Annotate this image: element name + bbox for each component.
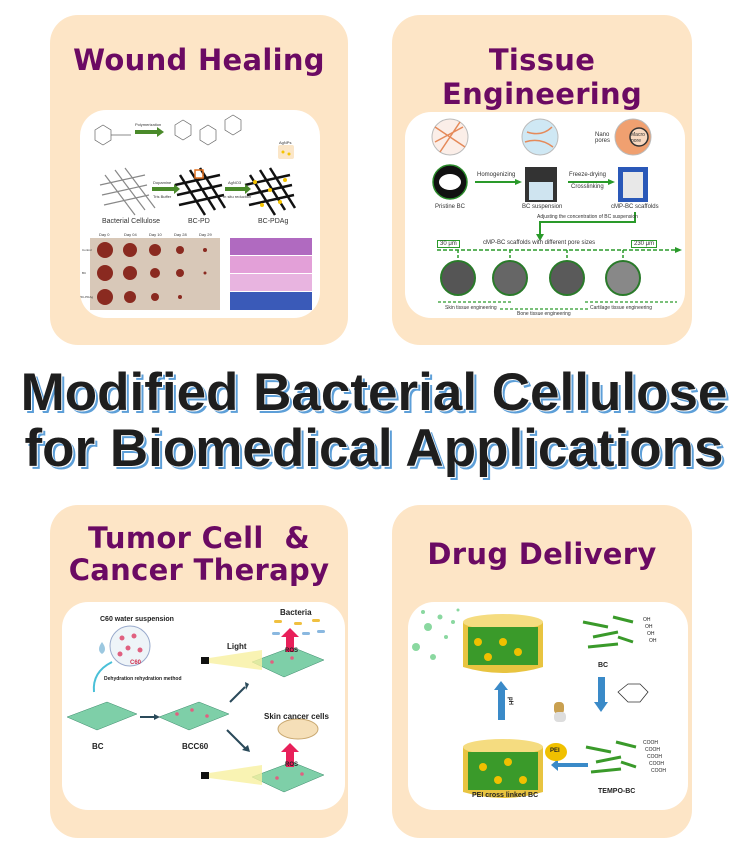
- tumor-illustration: [66, 619, 325, 793]
- label-pei: PEI: [550, 748, 560, 754]
- label-bacteria: Bacteria: [280, 608, 312, 617]
- wound-healing-illustration: [90, 114, 312, 310]
- label-c60: C60: [130, 660, 142, 666]
- label-dopamine: Dopamine: [153, 180, 172, 185]
- row-label: BC: [82, 271, 87, 275]
- drug-delivery-title: Drug Delivery: [427, 537, 657, 571]
- label-bcc60: BCC60: [182, 742, 209, 751]
- label-bc-suspension: BC suspension: [522, 204, 563, 210]
- day-label: Day 10: [149, 232, 162, 237]
- drug-delivery-illustration: [412, 608, 649, 798]
- row-label: BC-PDAg: [80, 295, 94, 299]
- label-c60-suspension: C60 water suspension: [100, 616, 174, 623]
- label-oh: OH: [645, 624, 653, 630]
- label-crosslinking: Crosslinking: [571, 184, 604, 190]
- day-label: Day 04: [124, 232, 137, 237]
- label-cooh: COOH: [649, 761, 664, 767]
- tumor-cancer-card: Tumor Cell & Cancer Therapy: [50, 505, 348, 838]
- label-skin-cancer: Skin cancer cells: [264, 712, 329, 721]
- label-ros-bottom: ROS: [285, 762, 299, 768]
- label-nano-pores: Nano pores: [595, 132, 611, 144]
- day-label: Day 29: [199, 232, 212, 237]
- wound-healing-title: Wound Healing: [73, 43, 325, 77]
- label-cooh: COOH: [645, 747, 660, 753]
- label-bacterial-cellulose: Bacterial Cellulose: [102, 218, 160, 225]
- wound-healing-card: Wound Healing: [50, 15, 348, 345]
- label-bc-pdag: BC-PDAg: [258, 218, 289, 225]
- label-adjusting: Adjusting the concentration of BC suspen…: [537, 214, 638, 220]
- label-tris: Tris Buffer: [153, 194, 172, 199]
- tumor-title-line1: Tumor Cell &: [88, 521, 310, 555]
- tissue-engineering-illustration: [431, 118, 682, 310]
- label-oh: OH: [649, 638, 657, 644]
- label-230um: 230 μm: [631, 240, 658, 248]
- label-macro-pore: Macro pore: [631, 132, 645, 144]
- label-bone: Bone tissue engineering: [517, 311, 571, 317]
- drug-delivery-card: Drug Delivery OH OH OH OH BC COOH COOH C…: [392, 505, 692, 838]
- label-bc: BC: [598, 662, 609, 669]
- drug-delivery-figure: OH OH OH OH BC COOH COOH COOH COOH COOH …: [408, 602, 688, 810]
- label-pei-linked: PEI cross linked BC: [472, 792, 539, 799]
- label-reduction: In situ reduction: [223, 194, 252, 199]
- label-light: Light: [227, 642, 247, 651]
- day-label: Day 28: [174, 232, 187, 237]
- label-pristine-bc: Pristine BC: [435, 204, 466, 210]
- label-cmp-bc-scaffolds: cMP-BC scaffolds: [611, 204, 659, 210]
- label-ph: pH: [507, 697, 513, 705]
- label-freeze-drying: Freeze-drying: [569, 172, 607, 178]
- label-pore-sizes: cMP-BC scaffolds with different pore siz…: [483, 240, 596, 246]
- label-bc: BC: [92, 742, 104, 751]
- label-cooh: COOH: [651, 768, 666, 774]
- tissue-engineering-card: Tissue Engineering Pristine BC Homogeniz…: [392, 15, 692, 345]
- label-polymerization: Polymerization: [135, 122, 162, 127]
- label-agno3: AgNO3: [228, 180, 242, 185]
- main-title-line1: Modified Bacterial Cellulose: [20, 363, 728, 422]
- day-label: Day 0: [99, 232, 110, 237]
- label-cooh: COOH: [647, 754, 662, 760]
- wound-healing-figure: Polymerization Dopamine Tris Buffer AgNO…: [80, 110, 320, 318]
- tumor-figure: C60 water suspension C60 Dehydration reh…: [62, 602, 345, 810]
- label-ros-top: ROS: [285, 648, 299, 654]
- label-30um: 30 μm: [437, 240, 460, 248]
- row-label: Control: [82, 248, 92, 252]
- tumor-cancer-title: Tumor Cell & Cancer Therapy: [50, 522, 348, 586]
- label-cartilage: Cartilage tissue engineering: [590, 305, 652, 311]
- label-bc-pd: BC-PD: [188, 218, 210, 225]
- label-oh: OH: [643, 617, 651, 623]
- tissue-engineering-title: Tissue Engineering: [441, 43, 643, 111]
- label-cooh: COOH: [643, 740, 658, 746]
- label-tempo-bc: TEMPO-BC: [598, 788, 636, 795]
- label-homogenizing: Homogenizing: [477, 172, 516, 178]
- label-agnps: AgNPs: [279, 140, 292, 145]
- label-skin: Skin tissue engineering: [445, 305, 497, 311]
- main-title: Modified Bacterial Cellulose for Biomedi…: [0, 365, 748, 477]
- main-title-line2: for Biomedical Applications: [24, 419, 724, 478]
- label-oh: OH: [647, 631, 655, 637]
- tissue-engineering-figure: Pristine BC Homogenizing BC suspension F…: [405, 112, 685, 318]
- tumor-title-line2: Cancer Therapy: [68, 553, 330, 587]
- label-method: Dehydration rehydration method: [104, 676, 182, 682]
